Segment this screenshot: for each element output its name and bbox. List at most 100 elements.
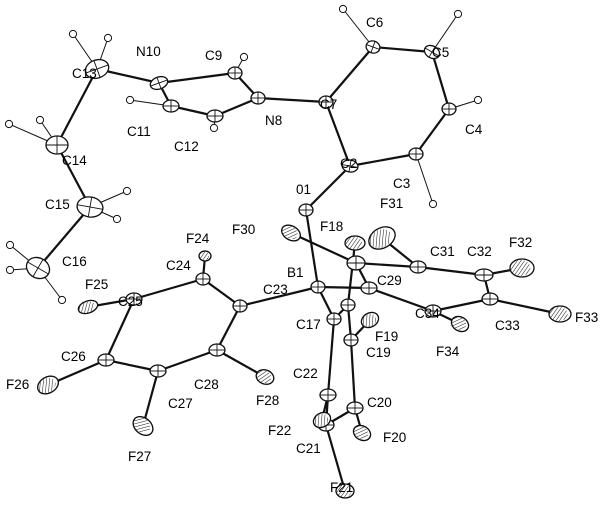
atom-c20 — [346, 401, 364, 415]
atom-label-c24: C24 — [166, 258, 191, 273]
atom-label-f19: F19 — [375, 329, 398, 344]
bond-c28-c23 — [215, 304, 242, 352]
atom-label-c6: C6 — [366, 15, 383, 30]
atom-label-f33: F33 — [575, 310, 598, 325]
atom-label-c25: C25 — [118, 294, 143, 309]
hydrogen-atom-c14-10 — [35, 115, 45, 125]
atom-label-c26: C26 — [61, 349, 86, 364]
atom-label-b1: B1 — [287, 265, 304, 280]
atom-label-c12: C12 — [174, 139, 199, 154]
atom-label-f21: F21 — [330, 480, 353, 495]
atom-label-c28: C28 — [194, 377, 219, 392]
bond-c30-c31 — [354, 261, 420, 269]
atom-f26 — [37, 375, 59, 395]
atom-label-o1: 01 — [296, 182, 311, 197]
atom-label-n8: N8 — [265, 113, 282, 128]
atom-label-c7: C7 — [320, 97, 337, 112]
bond-c27-c28 — [156, 348, 219, 373]
atom-n10 — [149, 75, 169, 91]
bond-c33-f33 — [488, 297, 562, 316]
bond-c24-c25 — [132, 277, 205, 301]
atom-label-f28: F28 — [256, 393, 279, 408]
atom-label-c14: C14 — [62, 153, 87, 168]
atom-label-c4: C4 — [465, 122, 483, 137]
atom-f31 — [368, 226, 396, 250]
atom-label-c20: C20 — [367, 395, 392, 410]
hydrogen-atom-c16-14 — [5, 265, 15, 275]
atom-c19 — [343, 333, 359, 347]
atom-c16 — [25, 256, 51, 280]
bond-c34-c29 — [367, 286, 435, 313]
atom-n8 — [250, 91, 266, 105]
bond-c21-f21 — [324, 423, 347, 493]
atom-label-c32: C32 — [467, 244, 492, 259]
atom-c17 — [326, 312, 342, 326]
atom-o1 — [298, 203, 314, 217]
atom-label-c2: C2 — [340, 156, 357, 171]
atom-c4 — [441, 102, 457, 116]
atom-label-c22: C22 — [293, 366, 318, 381]
hydrogen-atom-c9-4 — [239, 52, 249, 62]
atom-label-c13: C13 — [72, 66, 97, 81]
bond-c19-c20 — [349, 338, 357, 410]
bond-c30-f30 — [289, 231, 358, 265]
atom-b1 — [310, 280, 326, 294]
hydrogen-atom-c12-6 — [209, 123, 219, 133]
atom-c27 — [149, 364, 167, 378]
bond-c4-c3 — [414, 107, 451, 156]
atom-c22 — [319, 388, 337, 402]
atom-f28 — [255, 369, 275, 385]
atom-label-c27: C27 — [168, 396, 193, 411]
h-bond-c5 — [431, 13, 459, 53]
bond-c7-c6 — [324, 45, 375, 104]
atom-label-c29: C29 — [377, 273, 402, 288]
atom-label-c9: C9 — [205, 48, 222, 63]
atom-f20 — [352, 424, 372, 442]
atom-f30 — [281, 224, 301, 242]
atom-c5 — [423, 44, 441, 60]
bond-c3-c2 — [348, 152, 418, 168]
hydrogen-atom-c13-7 — [68, 29, 78, 39]
bond-b1-c23 — [238, 285, 320, 308]
atom-label-c15: C15 — [45, 197, 70, 212]
atom-c11 — [162, 99, 180, 113]
bond-c15-c16 — [36, 205, 92, 270]
hydrogen-atom-c3-3 — [428, 199, 438, 209]
atom-c30 — [346, 255, 366, 271]
atom-c26 — [97, 353, 115, 367]
atom-f33 — [548, 305, 572, 323]
atom-label-f18: F18 — [320, 219, 343, 234]
atom-f19 — [360, 311, 380, 329]
atom-c12 — [206, 109, 224, 123]
hydrogen-atom-c5-1 — [453, 9, 463, 19]
atom-c15 — [76, 196, 104, 218]
atom-label-c17: C17 — [296, 317, 321, 332]
atom-label-c16: C16 — [62, 254, 87, 269]
hydrogen-atom-c16-13 — [5, 240, 15, 250]
bond-c33-c34 — [431, 297, 492, 313]
atom-c6 — [365, 40, 381, 54]
hydrogen-atom-c15-11 — [122, 186, 132, 196]
hydrogen-atom-c15-12 — [112, 214, 122, 224]
atom-label-f31: F31 — [380, 196, 403, 211]
atom-c14 — [45, 135, 69, 155]
atom-f25 — [77, 299, 99, 315]
atom-label-f30: F30 — [232, 222, 255, 237]
atom-c7 — [318, 95, 334, 109]
hydrogen-atom-c11-5 — [125, 95, 135, 105]
atom-label-c11: C11 — [127, 124, 151, 139]
bond-c6-c5 — [371, 45, 434, 54]
bond-c18-f18 — [346, 241, 357, 307]
bond-c25-c26 — [104, 297, 136, 362]
atom-c23 — [232, 299, 248, 313]
atom-f21 — [335, 483, 355, 499]
atom-label-c31: C31 — [430, 244, 455, 259]
hydrogen-atom-c4-2 — [473, 95, 483, 105]
atom-c33 — [481, 292, 499, 306]
atom-label-c3: C3 — [393, 176, 410, 191]
bond-c26-c27 — [104, 358, 160, 373]
atom-label-n10: N10 — [136, 44, 161, 59]
atom-label-f27: F27 — [128, 449, 151, 464]
atom-label-c5: C5 — [432, 45, 449, 60]
